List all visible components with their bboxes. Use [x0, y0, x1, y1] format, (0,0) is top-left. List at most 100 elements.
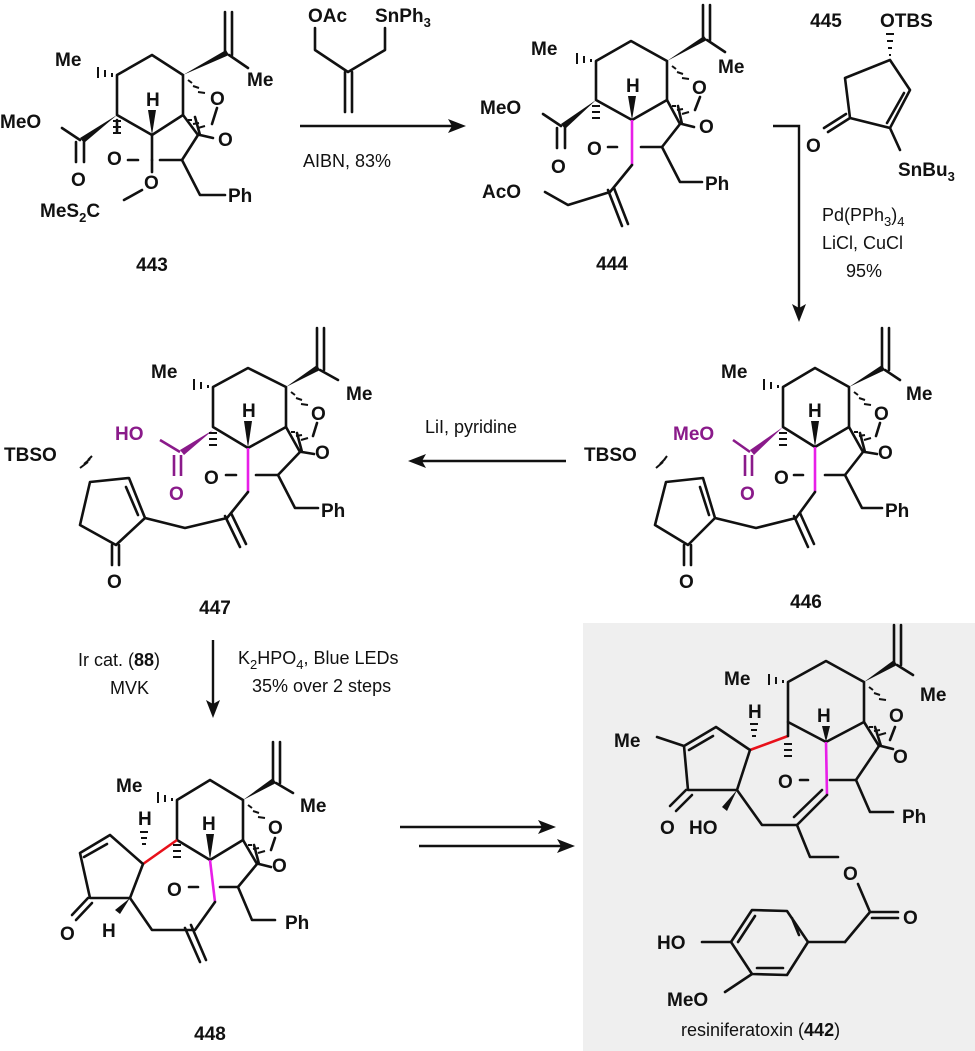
oxygen-label: O — [71, 170, 86, 191]
methyl-label: Me — [906, 384, 932, 405]
oxygen-label: O — [144, 173, 159, 194]
compound-448: Me Me H H O O O Ph O H 448 — [60, 740, 326, 1045]
tributylstannyl-label: SnBu3 — [898, 160, 955, 184]
phenol-hydroxyl-label: HO — [657, 933, 686, 954]
compound-label-446: 446 — [790, 592, 822, 613]
methyl-label: Me — [718, 57, 744, 78]
reaction-arrow-444-to-446: Pd(PPh3)4 LiCl, CuCl 95% — [773, 124, 905, 322]
oxygen-label: O — [268, 818, 283, 839]
reaction-conditions: LiI, pyridine — [425, 417, 517, 437]
multistep-arrow-448-to-442 — [400, 820, 575, 853]
reaction-arrow-447-to-448: Ir cat. (88) MVK K2HPO4, Blue LEDs 35% o… — [78, 640, 399, 718]
oxygen-label: O — [903, 908, 918, 929]
compound-445: 445 OTBS O SnBu3 — [806, 11, 955, 184]
hydrogen-label: H — [626, 76, 640, 97]
tbs-ether-label: TBSO — [584, 445, 637, 466]
compound-443: Me Me MeO O H O O O Ph O MeS2C 443 — [0, 10, 273, 276]
reaction-conditions: K2HPO4, Blue LEDs — [238, 648, 399, 672]
oxygen-label: O — [692, 78, 707, 99]
methyl-label: Me — [55, 50, 81, 71]
compound-label-443: 443 — [136, 255, 168, 276]
reaction-conditions: Ir cat. (88) — [78, 650, 160, 670]
stannane-label: SnPh3 — [375, 6, 431, 30]
methyl-label: Me — [920, 685, 946, 706]
acetoxy-label: OAc — [308, 6, 348, 27]
oxygen-label: O — [107, 572, 122, 593]
phenyl-label: Ph — [285, 913, 309, 934]
reaction-conditions: LiCl, CuCl — [822, 233, 903, 253]
target-compound-box — [583, 623, 975, 1051]
compound-label-445: 445 — [810, 11, 842, 32]
hydrogen-label: H — [748, 702, 762, 723]
compound-444: Me Me MeO O H O O O Ph AcO 444 — [480, 3, 744, 275]
oxygen-label: O — [774, 468, 789, 489]
carboxylic-acid-label: HO — [115, 424, 144, 445]
methyl-label: Me — [346, 384, 372, 405]
oxygen-label: O — [272, 856, 287, 877]
phenyl-label: Ph — [705, 174, 729, 195]
oxygen-label: O — [167, 880, 182, 901]
phenyl-label: Ph — [885, 501, 909, 522]
phenyl-label: Ph — [228, 186, 252, 207]
phenyl-label: Ph — [321, 501, 345, 522]
oxygen-label: O — [311, 404, 326, 425]
methyl-label: Me — [116, 776, 142, 797]
oxygen-label: O — [218, 130, 233, 151]
compound-label-447: 447 — [199, 598, 231, 619]
oxygen-label: O — [699, 117, 714, 138]
reaction-arrow-443-to-444: AIBN, 83% — [300, 119, 466, 171]
oxygen-label: O — [204, 468, 219, 489]
compound-442-resiniferatoxin: Me Me H H O O O Ph Me O HO O O — [614, 623, 946, 1040]
hydrogen-label: H — [242, 401, 256, 422]
hydroxyl-label: HO — [689, 818, 718, 839]
oxygen-label: O — [169, 484, 184, 505]
oxygen-label: O — [60, 924, 75, 945]
oxygen-label: O — [551, 157, 566, 178]
oxygen-label: O — [778, 772, 793, 793]
xanthate-label: MeS2C — [40, 201, 100, 225]
methyl-label: Me — [614, 731, 640, 752]
reaction-conditions: Pd(PPh3)4 — [822, 205, 905, 229]
methyl-label: Me — [300, 796, 326, 817]
oxygen-label: O — [587, 139, 602, 160]
oxygen-label: O — [893, 747, 908, 768]
methyl-label: Me — [721, 362, 747, 383]
reaction-arrow-446-to-447: LiI, pyridine — [408, 417, 566, 468]
phenyl-label: Ph — [902, 807, 926, 828]
reaction-conditions: AIBN, 83% — [303, 151, 391, 171]
reaction-conditions: MVK — [110, 678, 149, 698]
compound-label-444: 444 — [596, 254, 628, 275]
oxygen-label: O — [874, 404, 889, 425]
methoxy-label: MeO — [480, 98, 521, 119]
hydrogen-label: H — [202, 814, 216, 835]
reagent-allylstannane: OAc SnPh3 — [308, 6, 431, 114]
oxygen-label: O — [889, 706, 904, 727]
methyl-label: Me — [724, 669, 750, 690]
methyl-label: Me — [247, 70, 273, 91]
compound-label-448: 448 — [194, 1024, 226, 1045]
reaction-yield: 95% — [846, 261, 882, 281]
hydrogen-label: H — [808, 401, 822, 422]
tbs-ether-label: TBSO — [4, 445, 57, 466]
oxygen-label: O — [806, 136, 821, 157]
hydrogen-label: H — [146, 90, 160, 111]
compound-447: Me Me HO O H O O O Ph TBSO O 447 — [4, 326, 372, 619]
oxygen-label: O — [679, 572, 694, 593]
methoxy-label: MeO — [667, 990, 708, 1011]
methyl-label: Me — [151, 362, 177, 383]
hydrogen-label: H — [817, 706, 831, 727]
oxygen-label: O — [878, 443, 893, 464]
oxygen-label: O — [107, 149, 122, 170]
methyl-ester-label: MeO — [673, 424, 714, 445]
oxygen-label: O — [315, 443, 330, 464]
acetoxy-label: AcO — [482, 182, 521, 203]
oxygen-label: O — [660, 818, 675, 839]
hydrogen-label: H — [138, 809, 152, 830]
methoxy-label: MeO — [0, 112, 41, 133]
compound-label-442: resiniferatoxin (442) — [681, 1020, 840, 1040]
oxygen-label: O — [740, 484, 755, 505]
tbs-ether-label: OTBS — [880, 11, 933, 32]
reaction-yield: 35% over 2 steps — [252, 676, 391, 696]
hydrogen-label: H — [102, 921, 116, 942]
